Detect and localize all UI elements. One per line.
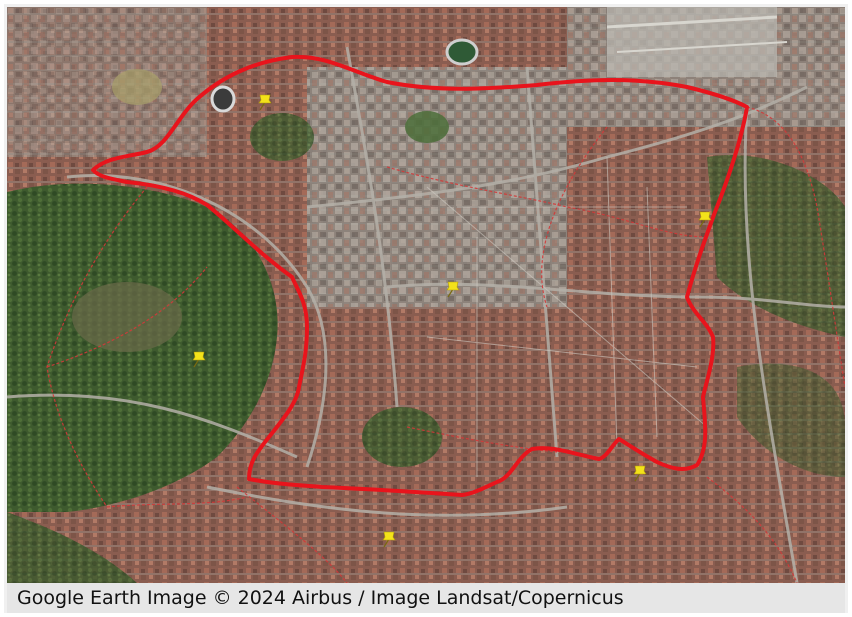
pin-icon[interactable] — [633, 465, 647, 482]
pin-icon[interactable] — [698, 211, 712, 228]
map-figure: Google Earth Image © 2024 Airbus / Image… — [4, 4, 848, 613]
pin-icon[interactable] — [258, 94, 272, 111]
pin-icon[interactable] — [446, 281, 460, 298]
boundary-outline — [91, 54, 749, 497]
pin-icon[interactable] — [192, 351, 206, 368]
pin-icon[interactable] — [382, 531, 396, 548]
image-credit-caption: Google Earth Image © 2024 Airbus / Image… — [7, 583, 845, 613]
satellite-map[interactable] — [7, 7, 845, 583]
